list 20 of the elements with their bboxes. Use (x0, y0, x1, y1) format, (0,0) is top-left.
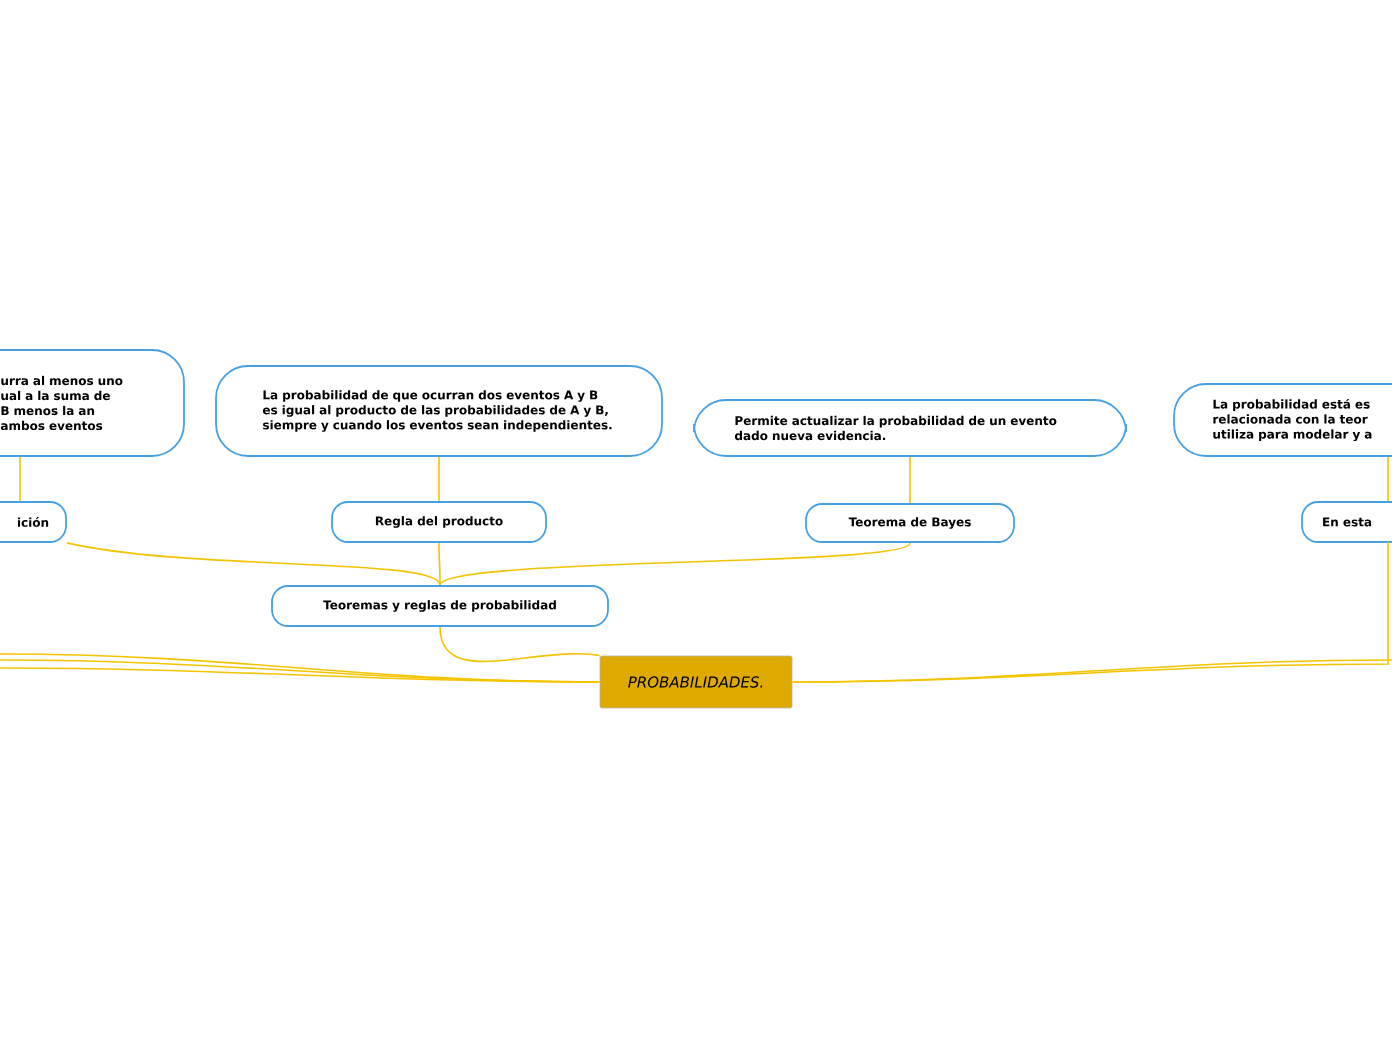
topic-box (0, 501, 67, 543)
connector (438, 542, 441, 586)
connector (19, 456, 21, 502)
topic-box (331, 501, 547, 543)
connector (439, 626, 601, 663)
description-box (1173, 383, 1392, 457)
connector (1387, 456, 1389, 502)
topic-box (271, 585, 609, 627)
topic-box (805, 503, 1015, 543)
central-topic-box (599, 655, 793, 709)
connector (791, 659, 1392, 683)
connector (438, 456, 440, 502)
connector (439, 542, 911, 586)
description-box (0, 349, 185, 457)
description-box (693, 399, 1127, 457)
connector (66, 542, 441, 586)
description-box (215, 365, 663, 457)
connector (0, 667, 601, 683)
connector (909, 456, 911, 504)
topic-box (1301, 501, 1392, 543)
